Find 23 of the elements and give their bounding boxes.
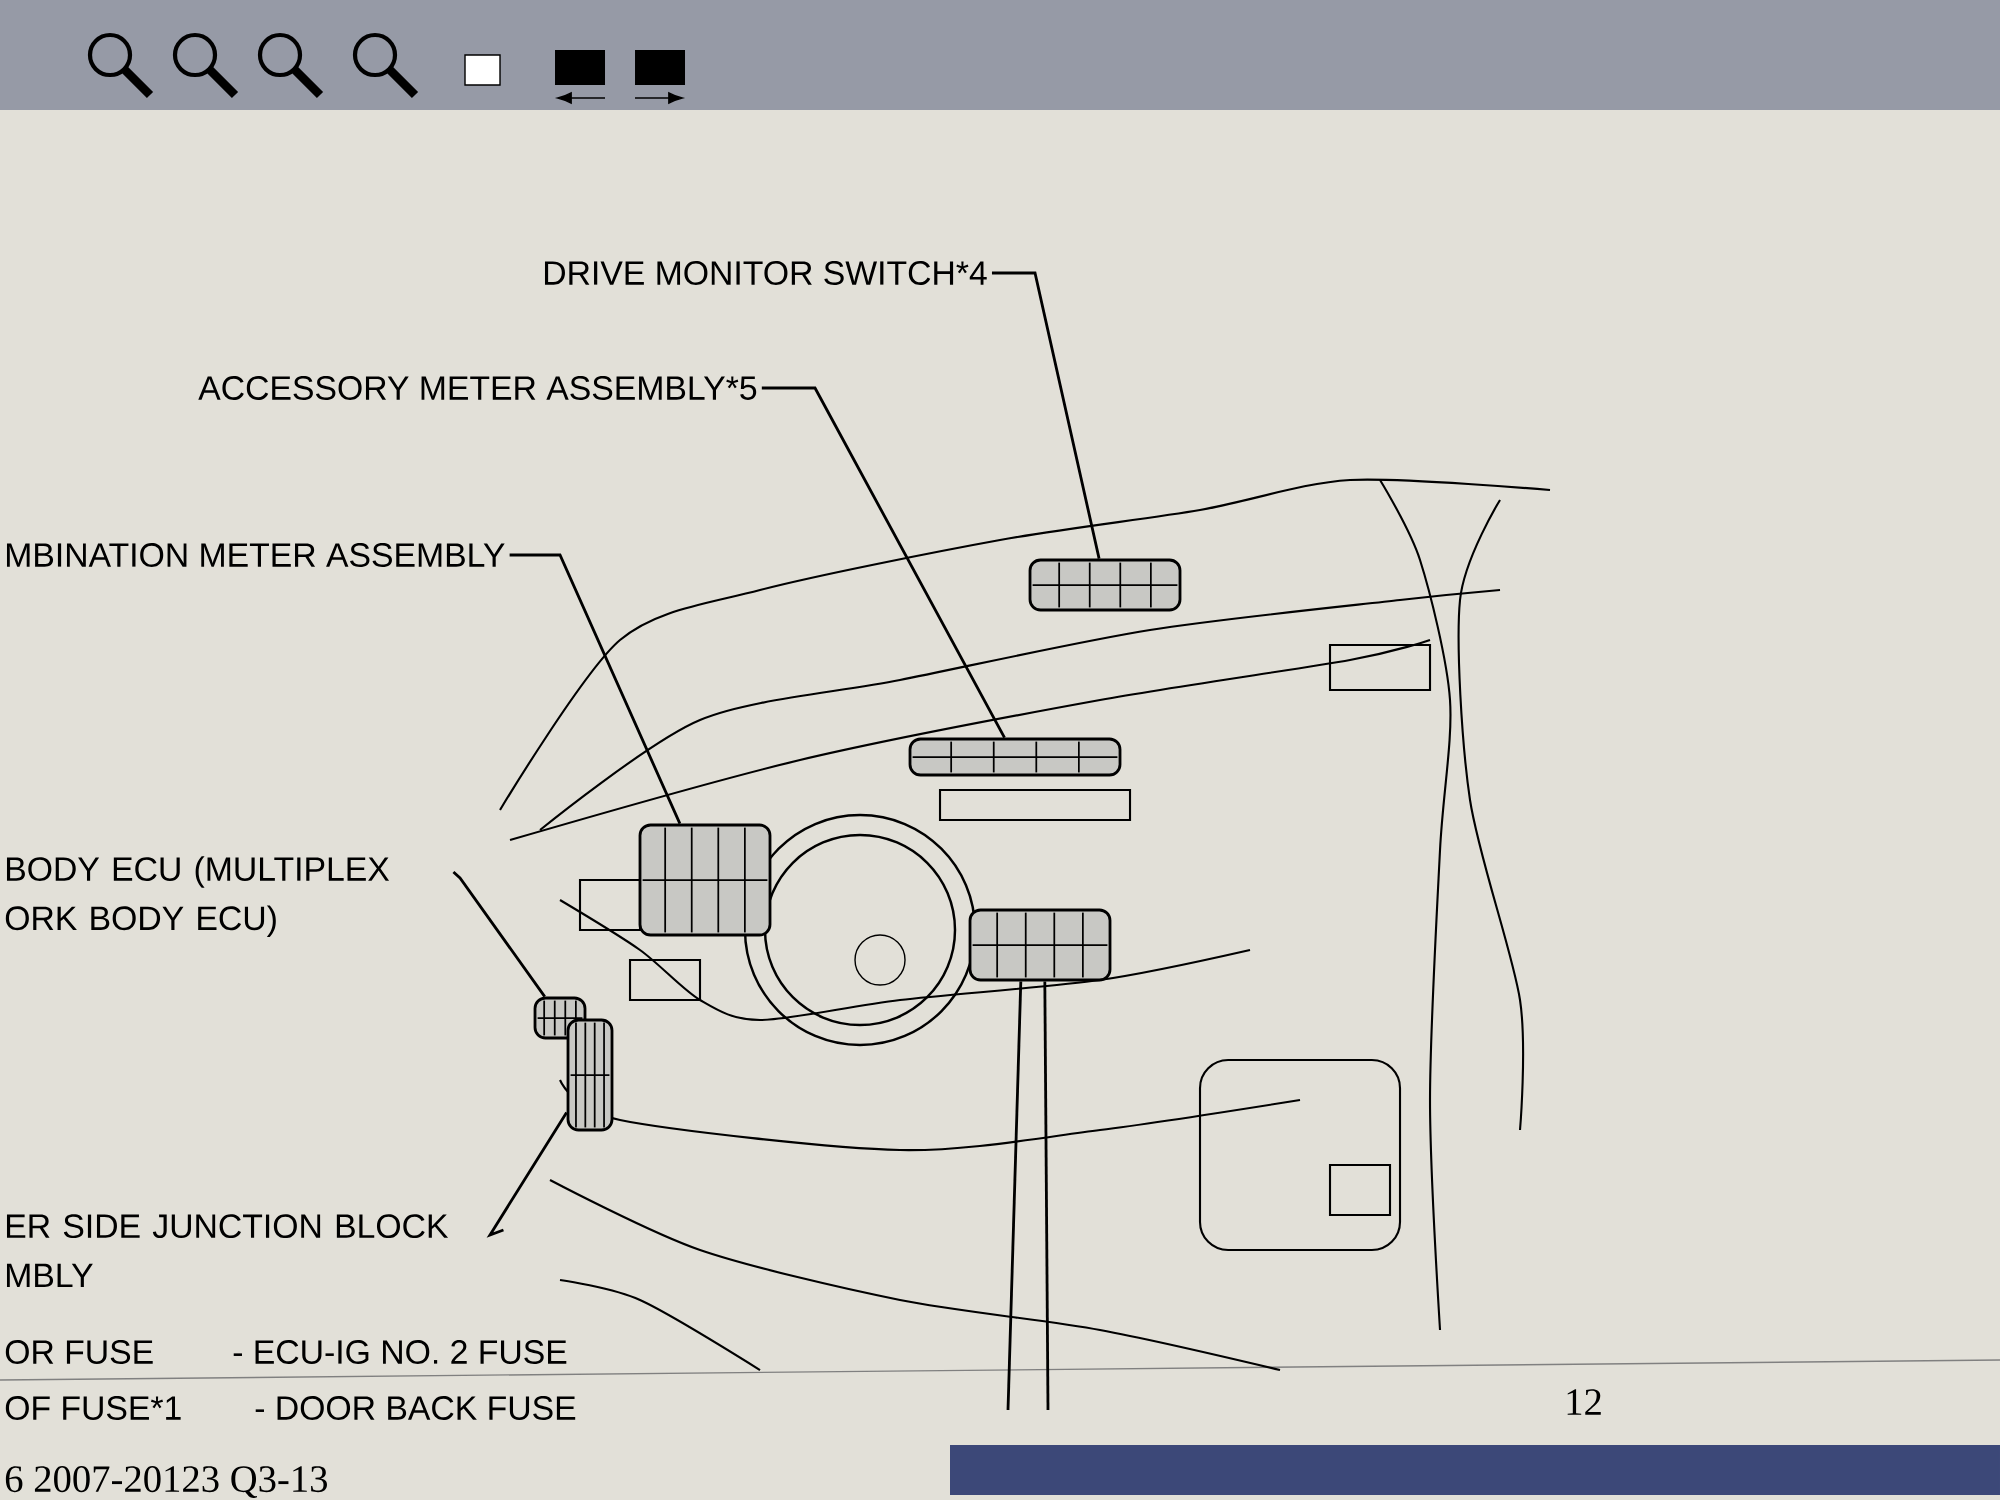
leader-line — [1043, 981, 1050, 1410]
part-label: ACCESSORY METER ASSEMBLY*5 — [198, 376, 757, 400]
text-label: - DOOR BACK FUSE — [255, 1396, 576, 1420]
part-drawing — [638, 823, 772, 937]
text-label: OF FUSE*1 — [5, 1396, 181, 1420]
text-label: 12 — [1567, 1389, 1601, 1415]
part-drawing — [968, 908, 1112, 982]
text-label: - ECU-IG NO. 2 FUSE — [233, 1340, 567, 1364]
leader-line — [761, 386, 1006, 739]
part-drawing — [1028, 558, 1182, 612]
part-drawing — [908, 737, 1122, 777]
leader-line — [452, 871, 546, 998]
part-label: MBINATION METER ASSEMBLY — [7, 543, 505, 567]
leader-line — [1006, 981, 1023, 1411]
part-label: DRIVE MONITOR SWITCH*4 — [545, 261, 987, 285]
part-label: ER SIDE JUNCTION BLOCK MBLY — [7, 1214, 449, 1287]
leader-line — [486, 1111, 568, 1238]
leader-line — [991, 271, 1101, 559]
text-label: 6 2007-20123 Q3-13 — [5, 1466, 327, 1499]
leader-line — [509, 553, 682, 825]
text-label: OR FUSE — [5, 1340, 153, 1364]
part-drawing — [566, 1018, 614, 1132]
part-label: BODY ECU (MULTIPLEX ORK BODY ECU) — [5, 856, 390, 937]
